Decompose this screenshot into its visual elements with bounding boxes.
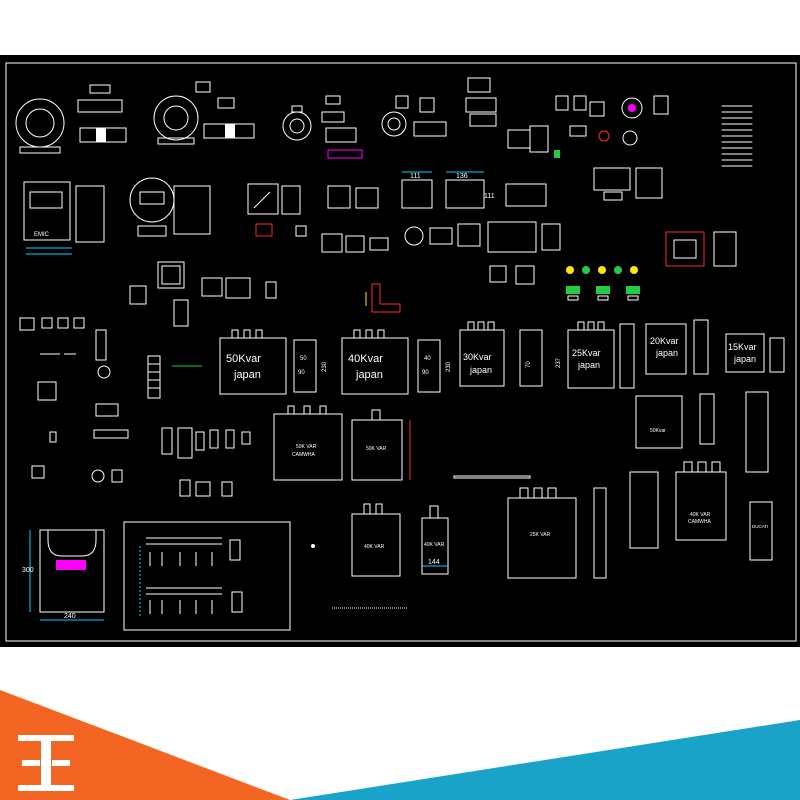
enclosure-drawing: 300 240 (22, 529, 105, 621)
capacitor-40kvar-c: 40K VAR CAMWHA DUCATI (629, 461, 773, 561)
dim-300: 300 (22, 567, 34, 574)
dim-136: 136 (456, 173, 468, 180)
ct-terminal-block-4 (413, 97, 447, 137)
kvar-50-label: 50Kvar (650, 428, 666, 434)
analog-panel-meter-1 (247, 183, 307, 237)
cap25-box-label: 25K VAR (530, 532, 551, 538)
cap25-rating: 25Kvar (572, 348, 601, 358)
meter-brand-label: EMIC (34, 232, 50, 238)
dim-50: 50 (300, 356, 307, 362)
cap40c-brand: CAMWHA (688, 519, 711, 525)
cad-drawing: EMIC 111 (0, 55, 800, 647)
right-tall-capacitors: 50Kvar (453, 391, 769, 479)
dim-40: 40 (424, 356, 431, 362)
capacitor-40kvar-a: 40K VAR (351, 503, 401, 577)
square-switch (129, 261, 185, 305)
dim-144: 144 (428, 559, 440, 566)
cap40-rating: 40Kvar (348, 353, 383, 365)
small-fuses-left (19, 317, 111, 379)
dim-111-top: 111 (410, 173, 421, 180)
capacitor-15kvar: 15Kvar japan (725, 333, 785, 373)
dim-237: 237 (556, 357, 562, 368)
cap50-rating: 50Kvar (226, 353, 261, 365)
analog-panel-meter-2 (321, 185, 389, 253)
indicator-lamps (566, 266, 640, 301)
3e-logo-icon (18, 735, 74, 791)
controller-display (593, 167, 663, 201)
phase-indicators (507, 95, 605, 158)
capacitor-50kvar-box-2: 50K VAR (351, 409, 411, 481)
cap40c-label: 40K VAR (690, 512, 711, 518)
cap50-brand: japan (233, 369, 261, 381)
current-transformer-3 (282, 105, 312, 141)
drawing-frame (5, 62, 797, 642)
ducati-label: DUCATI (752, 524, 768, 529)
banner-orange-band (0, 690, 290, 800)
busbar-detail-box (123, 521, 291, 631)
current-transformer-1 (15, 98, 65, 154)
dim-230b: 230 (446, 361, 452, 372)
cap40a-label: 40K VAR (364, 544, 385, 550)
fuse-holders (161, 427, 251, 497)
bottom-banner (0, 690, 800, 800)
capacitor-20kvar: 20Kvar japan (645, 319, 709, 375)
cap15-brand: japan (733, 354, 756, 364)
energy-meter-emic: EMIC (23, 181, 105, 255)
power-factor-controller (487, 183, 561, 285)
capacitor-30kvar: 30Kvar japan 70 (459, 321, 543, 387)
marker-dot (311, 544, 315, 548)
cap25-brand: japan (577, 360, 600, 370)
banner-teal-band (290, 720, 800, 800)
dim-90b: 90 (422, 370, 429, 376)
dim-240: 240 (64, 613, 76, 620)
cap20-brand: japan (655, 348, 678, 358)
cap20-rating: 20Kvar (650, 336, 679, 346)
small-relays (465, 77, 497, 127)
capacitor-25kvar-box: 25K VAR (507, 487, 607, 579)
dim-90a: 90 (298, 370, 305, 376)
ct-terminal-block-3 (321, 95, 363, 159)
contactors (173, 277, 277, 327)
cap50-box-var: 50K VAR (296, 444, 317, 450)
capacitor-25kvar: 25Kvar japan 237 (556, 321, 635, 389)
energy-meter-round (129, 177, 211, 237)
cap30-brand: japan (469, 365, 492, 375)
capacitor-50kvar-box: 50K VAR CAMWHA (273, 405, 343, 481)
capacitor-50kvar: 50Kvar japan 50 90 230 (219, 329, 328, 395)
cap50-box2-var: 50K VAR (366, 446, 387, 452)
rotary-switch (598, 95, 669, 146)
digital-meter: 111 136 111 (401, 171, 495, 247)
dim-230a: 230 (322, 361, 328, 372)
cap40b-label: 40K VAR (424, 542, 445, 548)
left-small-parts (31, 381, 129, 483)
cap50-box-brand: CAMWHA (292, 452, 315, 458)
red-alarm-panel (665, 231, 737, 267)
cap40-brand: japan (355, 369, 383, 381)
capacitor-40kvar: 40Kvar japan 40 90 230 (341, 329, 452, 395)
current-transformer-2 (153, 95, 199, 145)
capacitor-40kvar-b: 40K VAR 144 (421, 505, 449, 575)
cap15-rating: 15Kvar (728, 342, 757, 352)
ct-terminal-block-1 (77, 84, 127, 143)
dim-70: 70 (526, 361, 532, 368)
dim-111-side: 111 (484, 193, 495, 200)
cap30-rating: 30Kvar (463, 352, 492, 362)
vent-grille (721, 105, 753, 167)
ct-terminal-block-2 (195, 81, 255, 139)
terminal-strip (147, 355, 202, 399)
current-transformer-4 (381, 95, 409, 137)
angle-bracket (365, 283, 401, 313)
